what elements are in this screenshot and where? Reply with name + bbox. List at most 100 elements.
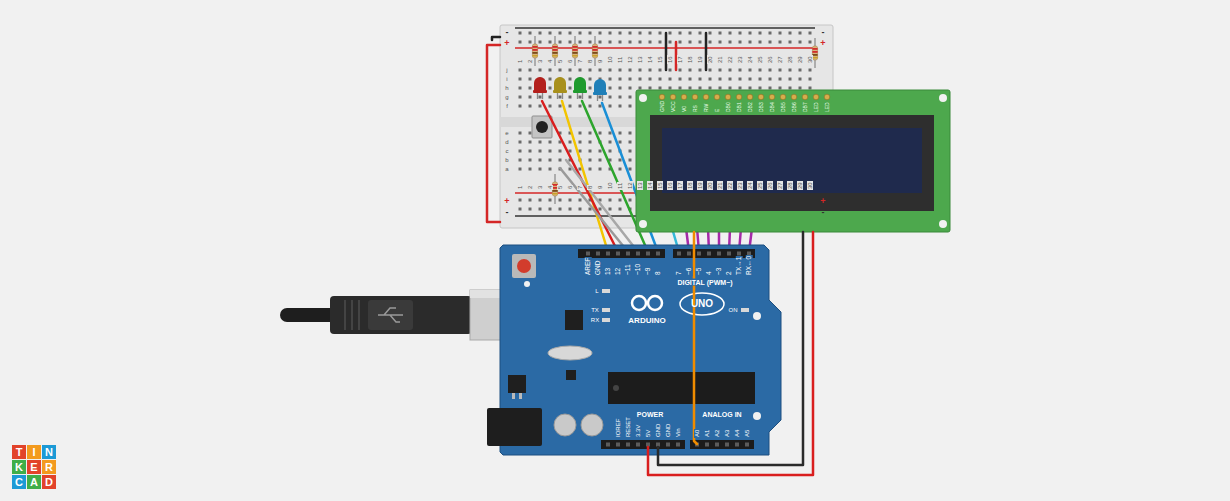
lcd-pin-label: LED xyxy=(825,101,830,113)
jumper-wires-part xyxy=(487,45,500,222)
lcd-module-part-part xyxy=(813,94,819,100)
column-number: 26 xyxy=(767,55,773,64)
lcd-module-part-part xyxy=(681,94,687,100)
column-number: 16 xyxy=(667,55,673,64)
arduino-board-part xyxy=(680,293,724,315)
column-number: 6 xyxy=(567,59,573,64)
arduino-board-part xyxy=(500,245,781,455)
tinkercad-logo-part xyxy=(27,445,41,459)
components-part xyxy=(533,77,547,99)
lcd-pin-label: LED xyxy=(814,101,819,113)
power-wires-part xyxy=(694,232,697,444)
column-number: 29 xyxy=(797,181,803,190)
pin-label: ~9 xyxy=(645,267,652,276)
column-number: 12 xyxy=(627,55,633,64)
lcd-pin-label: RW xyxy=(704,103,709,113)
rail-sign: - xyxy=(505,28,510,37)
lcd-pin-label: V0 xyxy=(682,105,687,113)
column-number: 4 xyxy=(547,59,553,64)
power-wires xyxy=(648,232,813,475)
components-part xyxy=(536,121,548,133)
rail-sign: + xyxy=(503,39,510,48)
logo-letter: D xyxy=(44,477,54,488)
lcd-module-part-part xyxy=(714,94,720,100)
pin-label: 7 xyxy=(676,270,683,276)
column-number: 21 xyxy=(717,55,723,64)
lcd-module-part-part xyxy=(670,94,676,100)
column-number: 2 xyxy=(527,185,533,190)
lcd-module-part xyxy=(650,115,934,211)
rail-sign: - xyxy=(821,208,826,217)
arduino-board-part xyxy=(548,346,592,360)
arduino-board-part xyxy=(554,414,576,436)
column-number: 9 xyxy=(597,59,603,64)
jumper-wires-part xyxy=(665,33,668,70)
arduino-board-part-part xyxy=(603,440,683,449)
column-number: 23 xyxy=(737,181,743,190)
arduino-board-part xyxy=(517,259,531,273)
lcd-pin-label: DB5 xyxy=(781,101,786,113)
column-number: 23 xyxy=(737,55,743,64)
arduino-board-part xyxy=(753,312,761,320)
column-number: 18 xyxy=(687,181,693,190)
logo-letter: E xyxy=(29,462,38,473)
column-number: 22 xyxy=(727,55,733,64)
column-number: 25 xyxy=(757,181,763,190)
pin-label: RESET xyxy=(625,416,631,438)
tinkercad-logo xyxy=(12,445,56,489)
column-number: 30 xyxy=(807,55,813,64)
lcd-module-part-part xyxy=(780,94,786,100)
column-number: 27 xyxy=(777,55,783,64)
column-number: 1 xyxy=(517,59,523,64)
column-number: 28 xyxy=(787,181,793,190)
pin-label: IOREF xyxy=(615,418,621,438)
column-number: 22 xyxy=(727,181,733,190)
arduino-board-part xyxy=(608,372,755,404)
lcd-pin-label: RS xyxy=(693,104,698,113)
column-number: 17 xyxy=(677,55,683,64)
row-letter: a xyxy=(504,166,509,172)
column-number: 11 xyxy=(617,56,623,64)
usb-cable-part xyxy=(358,300,360,330)
rail-sign: - xyxy=(505,208,510,217)
jumper-wires-part xyxy=(705,33,708,70)
lcd-module-part xyxy=(939,94,947,102)
row-letter: j xyxy=(505,67,508,73)
column-number: 1 xyxy=(517,185,523,190)
column-number: 30 xyxy=(807,181,813,190)
lcd-module-part-part xyxy=(692,94,698,100)
row-letter: f xyxy=(505,103,509,109)
column-number: 10 xyxy=(607,181,613,190)
column-number: 15 xyxy=(657,181,663,190)
tinkercad-logo-part xyxy=(27,475,41,489)
led-label: L xyxy=(594,288,599,294)
column-number: 5 xyxy=(557,185,563,190)
rail-sign: - xyxy=(821,28,826,37)
column-number: 8 xyxy=(587,59,593,64)
row-letter: i xyxy=(505,76,508,82)
components-part xyxy=(812,38,817,68)
usb-cable-part xyxy=(330,296,472,334)
pin-label: ~6 xyxy=(686,267,693,276)
usb-cable xyxy=(280,290,538,340)
arduino-board-part xyxy=(602,318,610,322)
arduino-board-part xyxy=(512,393,515,399)
column-number: 13 xyxy=(637,181,643,190)
row-letter: c xyxy=(505,148,510,154)
lcd-module-part-part xyxy=(758,94,764,100)
logo-letter: T xyxy=(15,447,24,458)
column-number: 8 xyxy=(587,185,593,190)
column-number: 24 xyxy=(747,181,753,190)
arduino-board-part xyxy=(583,249,663,258)
logo-letter: K xyxy=(14,462,24,473)
arduino-board-part xyxy=(648,296,662,310)
arduino-board xyxy=(487,245,781,455)
lcd-module-part xyxy=(639,94,647,102)
column-number: 2 xyxy=(527,59,533,64)
lcd-module-part-part xyxy=(791,94,797,100)
logo-letter: A xyxy=(29,477,39,488)
pin-label: GND xyxy=(655,423,661,438)
pin-label: GND xyxy=(595,260,602,276)
column-number: 3 xyxy=(537,59,543,64)
